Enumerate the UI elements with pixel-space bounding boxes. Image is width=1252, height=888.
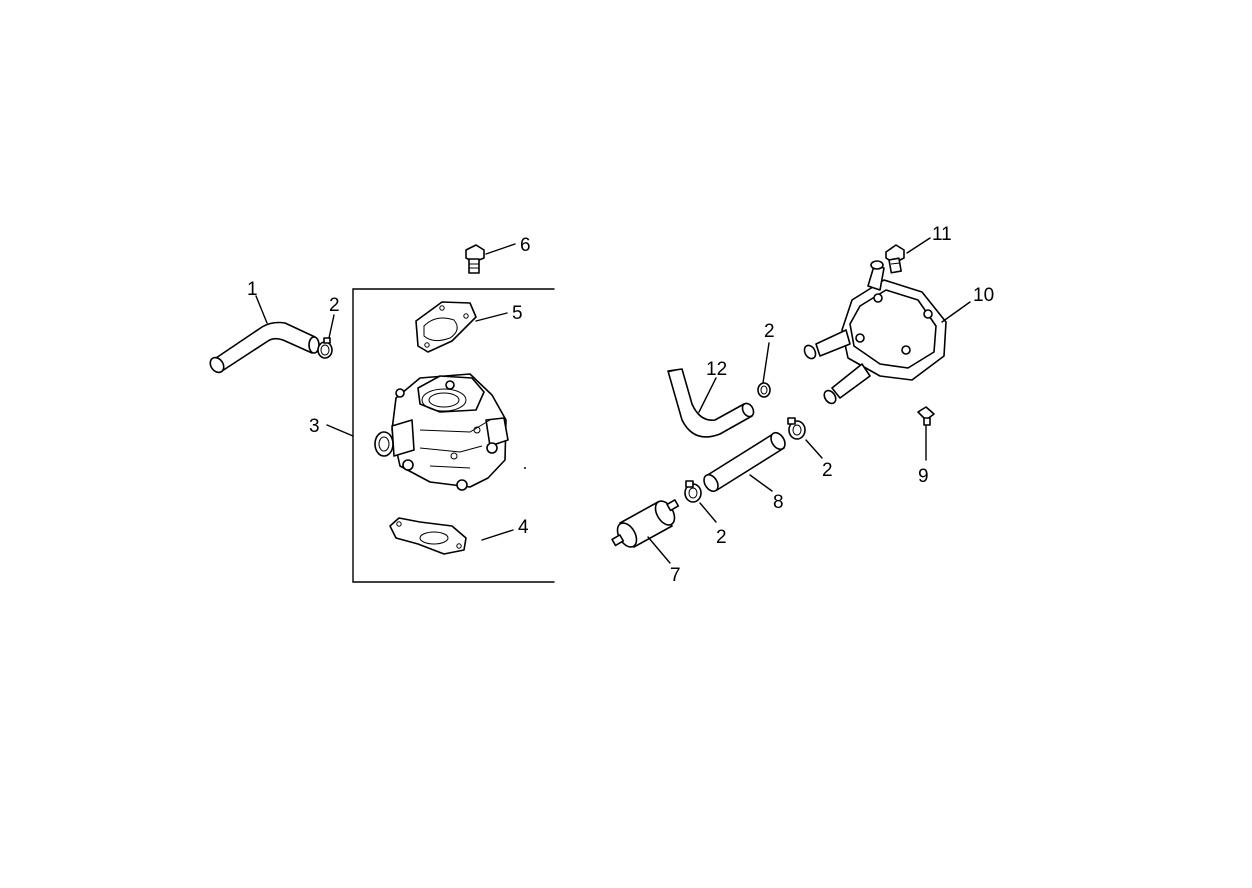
- hose-12: [667, 368, 755, 438]
- callout-6: 6: [520, 235, 531, 256]
- leader-2a: [328, 314, 335, 339]
- leader-7: [647, 536, 671, 564]
- callout-10: 10: [973, 285, 994, 306]
- clamp-2a: [317, 337, 333, 359]
- leader-8: [749, 474, 773, 492]
- leader-2b: [762, 342, 770, 384]
- bolt-6: [465, 244, 485, 274]
- gasket-5: [415, 301, 477, 353]
- callout-5: 5: [512, 303, 523, 324]
- leader-5: [475, 312, 508, 322]
- leader-3: [326, 424, 354, 437]
- callout-2c: 2: [822, 460, 833, 481]
- fuel-pump-10: [803, 260, 947, 405]
- gasket-4: [389, 517, 467, 555]
- callout-11: 11: [932, 224, 952, 245]
- leader-12: [698, 377, 717, 413]
- leader-10: [941, 301, 971, 323]
- clamp-2b: [757, 382, 771, 398]
- callout-2a: 2: [329, 295, 340, 316]
- leader-2d: [699, 502, 717, 523]
- callout-3: 3: [309, 416, 320, 437]
- leader-11: [906, 237, 931, 254]
- hose-1: [209, 321, 320, 374]
- leader-2c: [805, 439, 823, 459]
- callout-7: 7: [670, 565, 681, 586]
- leader-6: [485, 243, 516, 255]
- clamp-2d: [684, 480, 702, 503]
- leader-1: [255, 295, 268, 324]
- callout-1: 1: [247, 279, 258, 300]
- callout-2d: 2: [716, 527, 727, 548]
- callout-4: 4: [518, 517, 529, 538]
- callout-8: 8: [773, 492, 784, 513]
- fuel-filter-7: [611, 499, 680, 548]
- fitting-9: [917, 406, 935, 426]
- carburetor-body: [374, 373, 509, 491]
- hose-8: [703, 431, 786, 493]
- callout-12: 12: [706, 359, 727, 380]
- bolt-11: [885, 244, 905, 274]
- clamp-2c: [787, 417, 806, 440]
- callout-2b: 2: [764, 321, 775, 342]
- dot-mark: [524, 467, 526, 469]
- callout-9: 9: [918, 466, 929, 487]
- leader-4: [481, 529, 514, 541]
